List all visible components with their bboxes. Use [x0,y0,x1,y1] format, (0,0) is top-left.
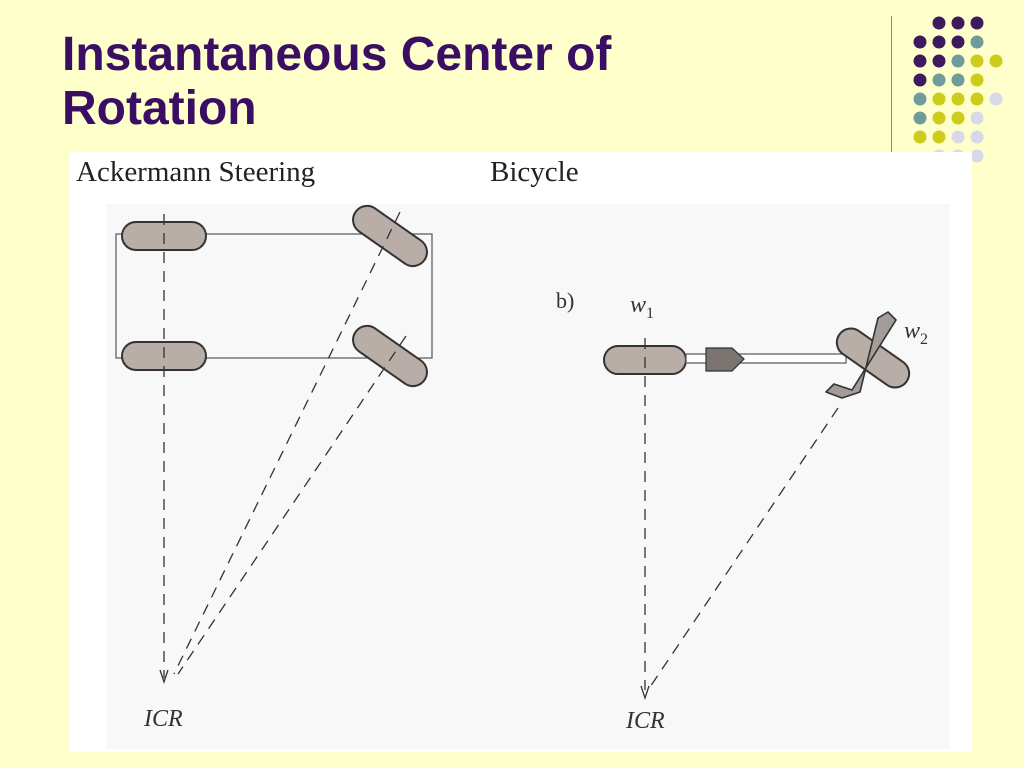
bicycle-seat [705,347,745,372]
decorative-dot [970,35,984,49]
decorative-dot [951,73,965,87]
front-right-wheel [352,324,428,388]
decorative-dot [989,92,1003,106]
decorative-dot [951,54,965,68]
decorative-dot [989,54,1003,68]
bicycle-frame [685,353,847,364]
front-left-normal-line [173,211,401,675]
decorative-dot [970,92,984,106]
decorative-dot [970,54,984,68]
bicycle-caption: Bicycle [490,156,579,188]
front-wheel-normal-line [647,407,839,691]
decorative-dot [970,149,984,163]
decorative-dot [913,130,927,144]
icr-right-arrowhead [640,685,650,701]
diagram-drawing: ICR b) ICR w1 w2 [115,204,928,734]
decorative-dot [932,111,946,125]
slide-title: Instantaneous Center of Rotation [62,28,842,136]
decorative-dot [951,92,965,106]
decorative-dot [951,130,965,144]
decorative-dot [970,16,984,30]
icr-left-label: ICR [143,706,183,732]
decorative-dot [932,35,946,49]
decorative-dot [913,54,927,68]
car-body-outline [115,233,433,359]
w2-label: w2 [904,318,928,348]
decorative-dot [932,73,946,87]
decorative-dot [951,111,965,125]
decorative-dot [913,92,927,106]
decorative-dot [913,111,927,125]
decorative-dot [951,35,965,49]
panel-b-label: b) [556,288,574,313]
decorative-dot [970,73,984,87]
diagram-panel [106,204,950,749]
front-left-wheel [352,204,428,268]
decorative-dot [913,35,927,49]
icr-left-arrowhead [159,669,169,685]
decorative-dot [970,130,984,144]
title-divider [891,16,892,154]
decorative-dot [913,73,927,87]
bicycle-handlebar [825,311,897,399]
decorative-dot [970,111,984,125]
decorative-dot [932,130,946,144]
decorative-dot [951,16,965,30]
icr-right-label: ICR [625,708,665,734]
decorative-dot [932,16,946,30]
title-line-1: Instantaneous Center of [62,28,612,81]
icr-figure: Ackermann Steering Bicycle ICR b) ICR w1… [70,152,972,752]
ackermann-caption: Ackermann Steering [76,156,316,188]
front-right-normal-line [177,335,407,675]
w1-label: w1 [630,292,654,322]
title-line-2: Rotation [62,82,257,135]
decorative-dot [932,92,946,106]
decorative-dot [932,54,946,68]
